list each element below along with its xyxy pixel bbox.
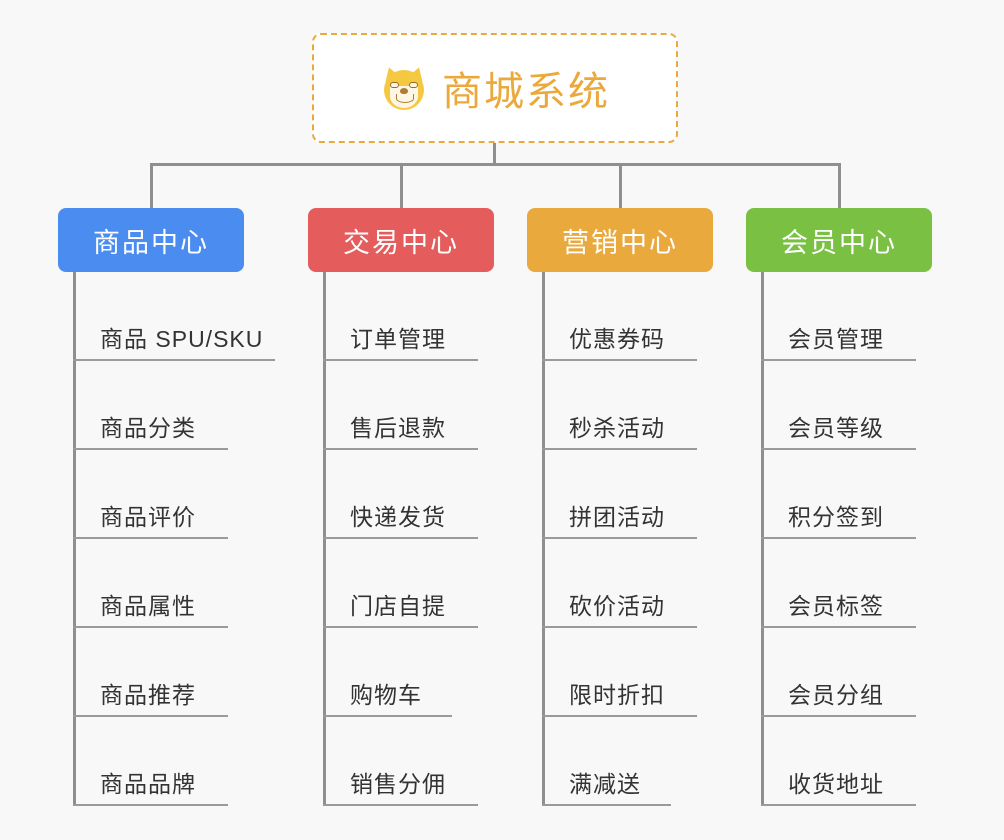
leaf-item[interactable]: 订单管理 (308, 272, 494, 361)
branch-header-4[interactable]: 会员中心 (746, 208, 932, 272)
leaf-item[interactable]: 商品属性 (58, 539, 244, 628)
branch-column: 会员中心会员管理会员等级积分签到会员标签会员分组收货地址 (746, 208, 932, 806)
leaf-item[interactable]: 商品分类 (58, 361, 244, 450)
leaf-underline (323, 804, 478, 806)
branch-header-2[interactable]: 交易中心 (308, 208, 494, 272)
leaf-item[interactable]: 门店自提 (308, 539, 494, 628)
root-node[interactable]: 商城系统 (312, 33, 678, 143)
leaf-item[interactable]: 快递发货 (308, 450, 494, 539)
dog-face-icon (380, 64, 428, 112)
leaf-list: 订单管理售后退款快递发货门店自提购物车销售分佣 (308, 272, 494, 806)
leaf-underline (761, 359, 916, 361)
leaf-item[interactable]: 限时折扣 (527, 628, 713, 717)
leaf-underline (761, 804, 916, 806)
leaf-item[interactable]: 会员管理 (746, 272, 932, 361)
branch-rail (73, 272, 76, 806)
leaf-underline (761, 448, 916, 450)
branch-column: 交易中心订单管理售后退款快递发货门店自提购物车销售分佣 (308, 208, 494, 806)
branch-rail (542, 272, 545, 806)
leaf-underline (761, 537, 916, 539)
leaf-label: 积分签到 (788, 504, 884, 530)
leaf-item[interactable]: 销售分佣 (308, 717, 494, 806)
leaf-underline (542, 715, 697, 717)
leaf-underline (542, 804, 671, 806)
leaf-underline (761, 715, 916, 717)
leaf-list: 优惠券码秒杀活动拼团活动砍价活动限时折扣满减送 (527, 272, 713, 806)
leaf-underline (542, 537, 697, 539)
leaf-label: 销售分佣 (350, 771, 446, 797)
branch-rail (323, 272, 326, 806)
leaf-underline (323, 359, 478, 361)
leaf-underline (323, 448, 478, 450)
branch-column: 营销中心优惠券码秒杀活动拼团活动砍价活动限时折扣满减送 (527, 208, 713, 806)
leaf-label: 快递发货 (350, 504, 446, 530)
leaf-underline (73, 448, 228, 450)
leaf-underline (761, 626, 916, 628)
leaf-list: 商品 SPU/SKU 商品分类商品评价商品属性商品推荐商品品牌 (58, 272, 275, 806)
leaf-label: 售后退款 (350, 415, 446, 441)
leaf-label: 商品 SPU/SKU (100, 326, 264, 352)
leaf-label: 门店自提 (350, 593, 446, 619)
leaf-label: 商品属性 (100, 593, 196, 619)
leaf-item[interactable]: 商品品牌 (58, 717, 244, 806)
leaf-item[interactable]: 购物车 (308, 628, 494, 717)
leaf-label: 砍价活动 (569, 593, 665, 619)
connector-bus (150, 163, 841, 166)
leaf-label: 商品推荐 (100, 682, 196, 708)
leaf-label: 限时折扣 (569, 682, 665, 708)
leaf-label: 商品品牌 (100, 771, 196, 797)
leaf-underline (73, 804, 228, 806)
leaf-item[interactable]: 秒杀活动 (527, 361, 713, 450)
leaf-underline (73, 715, 228, 717)
leaf-label: 会员管理 (788, 326, 884, 352)
leaf-label: 会员等级 (788, 415, 884, 441)
leaf-item[interactable]: 商品推荐 (58, 628, 244, 717)
leaf-label: 会员标签 (788, 593, 884, 619)
leaf-item[interactable]: 售后退款 (308, 361, 494, 450)
branch-column: 商品中心商品 SPU/SKU 商品分类商品评价商品属性商品推荐商品品牌 (58, 208, 275, 806)
leaf-label: 秒杀活动 (569, 415, 665, 441)
leaf-underline (73, 537, 228, 539)
leaf-label: 商品分类 (100, 415, 196, 441)
leaf-item[interactable]: 会员标签 (746, 539, 932, 628)
leaf-label: 满减送 (569, 771, 641, 797)
leaf-item[interactable]: 满减送 (527, 717, 713, 806)
leaf-item[interactable]: 收货地址 (746, 717, 932, 806)
leaf-item[interactable]: 拼团活动 (527, 450, 713, 539)
connector-drop-1 (150, 163, 153, 210)
leaf-item[interactable]: 商品评价 (58, 450, 244, 539)
leaf-label: 拼团活动 (569, 504, 665, 530)
leaf-label: 收货地址 (788, 771, 884, 797)
branch-rail (761, 272, 764, 806)
leaf-item[interactable]: 会员分组 (746, 628, 932, 717)
branch-header-1[interactable]: 商品中心 (58, 208, 244, 272)
leaf-underline (73, 626, 228, 628)
connector-drop-3 (619, 163, 622, 210)
leaf-label: 会员分组 (788, 682, 884, 708)
leaf-label: 订单管理 (350, 326, 446, 352)
leaf-underline (323, 715, 452, 717)
leaf-item[interactable]: 优惠券码 (527, 272, 713, 361)
leaf-underline (323, 626, 478, 628)
leaf-label: 购物车 (350, 682, 422, 708)
leaf-item[interactable]: 商品 SPU/SKU (58, 272, 275, 361)
leaf-label: 优惠券码 (569, 326, 665, 352)
leaf-underline (73, 359, 275, 361)
branch-header-3[interactable]: 营销中心 (527, 208, 713, 272)
leaf-underline (542, 359, 697, 361)
leaf-underline (323, 537, 478, 539)
connector-root-stem (493, 143, 496, 165)
leaf-label: 商品评价 (100, 504, 196, 530)
leaf-list: 会员管理会员等级积分签到会员标签会员分组收货地址 (746, 272, 932, 806)
leaf-item[interactable]: 会员等级 (746, 361, 932, 450)
root-title: 商城系统 (442, 70, 610, 114)
connector-drop-4 (838, 163, 841, 210)
connector-drop-2 (400, 163, 403, 210)
leaf-item[interactable]: 积分签到 (746, 450, 932, 539)
leaf-underline (542, 626, 697, 628)
leaf-item[interactable]: 砍价活动 (527, 539, 713, 628)
leaf-underline (542, 448, 697, 450)
